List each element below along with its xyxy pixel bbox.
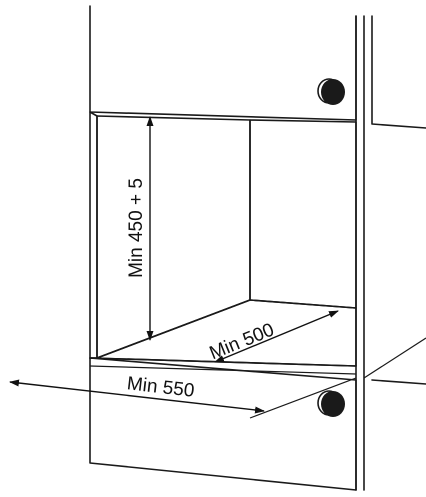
height-dimension-label: Min 450 + 5 [126, 178, 147, 278]
lower-knob-icon [317, 390, 345, 417]
width-extension-right [249, 377, 357, 419]
niche-floor-lip [89, 365, 357, 375]
depth-dimension-label: Min 500 [207, 320, 278, 365]
width-dimension-label: Min 550 [126, 373, 196, 402]
upper-knob-icon [317, 78, 345, 105]
depth-dimension-arrow [214, 310, 339, 363]
adjacent-cabinet-upper [371, 15, 426, 129]
adjacent-cabinet-lower [371, 379, 426, 385]
width-dimension-arrow [9, 379, 265, 414]
adjacent-cabinet-slant [363, 337, 426, 379]
upper-cabinet-front [89, 5, 357, 121]
niche-right-side [249, 119, 357, 309]
niche-left-side [89, 111, 98, 359]
niche-back-wall [96, 115, 251, 359]
